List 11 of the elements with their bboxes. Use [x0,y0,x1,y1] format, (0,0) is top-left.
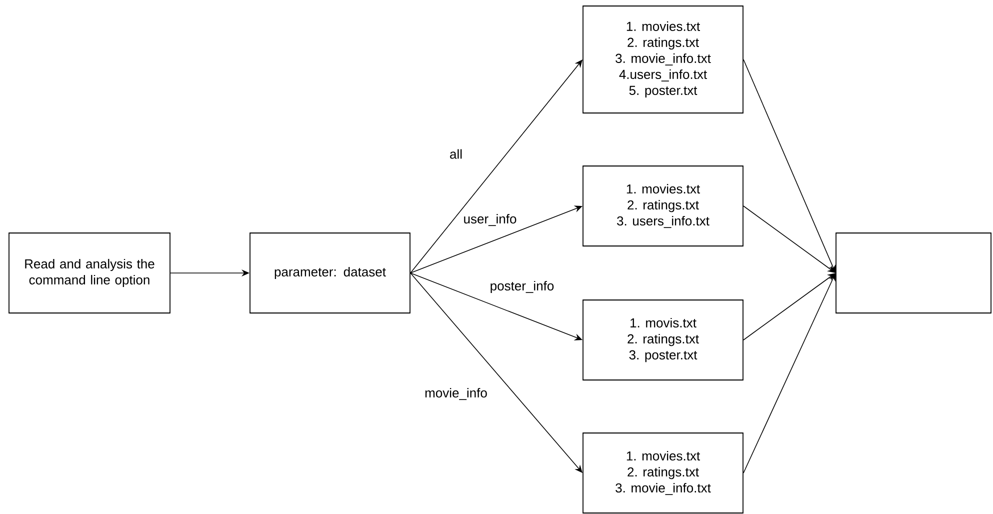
process-box: parameter: dataset [250,232,410,314]
process-box: Read and analysis the command line option [8,232,170,314]
file-list-box: 1. movies.txt 2. ratings.txt 3. movie_info.txt 4.users_info.txt 5. poster.txt [582,6,744,114]
edge-label: poster_info [488,280,556,294]
edge-label: all [448,148,464,160]
file-list-box: 1. movies.txt 2. ratings.txt 3. movie_info.txt [582,432,744,514]
file-list-box: 1. movis.txt 2. ratings.txt 3. poster.txt [582,300,744,380]
edge-label: user_info [462,213,518,227]
edge-label: movie_info [424,387,488,401]
file-list-box: 1. movies.txt 2. ratings.txt 3. users_info.txt [582,166,744,246]
empty-box [836,232,992,314]
